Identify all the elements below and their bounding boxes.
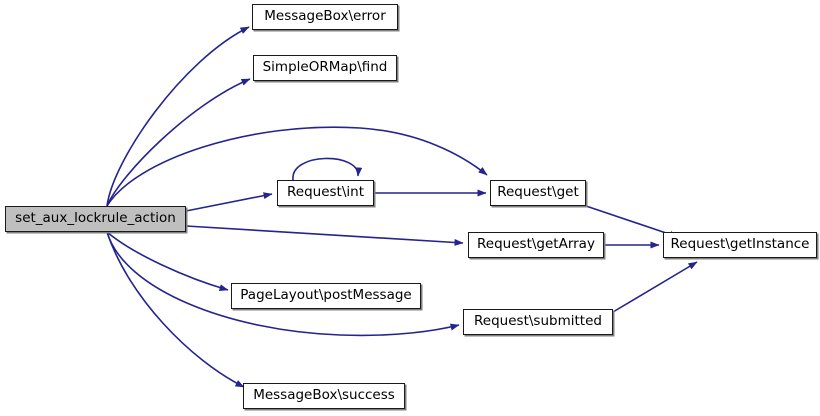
node-request-getarray[interactable]: Request\getArray bbox=[468, 232, 604, 258]
edge-root-to-messagebox-success bbox=[106, 231, 245, 388]
edge-root-to-request-get bbox=[106, 126, 488, 207]
node-request-submitted[interactable]: Request\submitted bbox=[463, 309, 613, 335]
edge-root-to-simpleormap-find bbox=[106, 78, 251, 207]
node-simpleormap-find[interactable]: SimpleORMap\find bbox=[253, 55, 397, 81]
node-label: PageLayout\postMessage bbox=[240, 287, 412, 304]
node-label: set_aux_lockrule_action bbox=[15, 210, 176, 227]
node-request-int[interactable]: Request\int bbox=[277, 180, 374, 206]
edge-root-to-request-getarray bbox=[185, 225, 464, 246]
node-label: Request\getArray bbox=[477, 236, 595, 253]
node-request-getinstance[interactable]: Request\getInstance bbox=[663, 232, 817, 258]
edge-root-to-request-int bbox=[185, 192, 273, 212]
node-label: Request\submitted bbox=[474, 313, 602, 330]
edge-root-to-messagebox-error bbox=[106, 26, 250, 207]
node-request-get[interactable]: Request\get bbox=[490, 180, 586, 206]
edge-request-submitted-to-request-getinstance bbox=[612, 261, 698, 313]
node-messagebox-error[interactable]: MessageBox\error bbox=[252, 4, 398, 30]
node-label: Request\int bbox=[287, 184, 364, 201]
edge-request-get-to-request-getinstance bbox=[585, 205, 679, 238]
node-messagebox-success[interactable]: MessageBox\success bbox=[243, 383, 405, 409]
node-label: MessageBox\success bbox=[253, 387, 395, 404]
node-label: Request\get bbox=[497, 184, 579, 201]
node-label: Request\getInstance bbox=[670, 236, 810, 253]
edge-request-int-self-loop bbox=[292, 157, 363, 181]
node-set-aux-lockrule-action[interactable]: set_aux_lockrule_action bbox=[5, 206, 186, 232]
edge-root-to-pagelayout-postmessage bbox=[106, 231, 229, 292]
edge-root-to-request-submitted bbox=[106, 231, 460, 337]
node-label: MessageBox\error bbox=[264, 8, 386, 25]
node-pagelayout-postmessage[interactable]: PageLayout\postMessage bbox=[231, 283, 421, 309]
node-label: SimpleORMap\find bbox=[262, 59, 388, 76]
